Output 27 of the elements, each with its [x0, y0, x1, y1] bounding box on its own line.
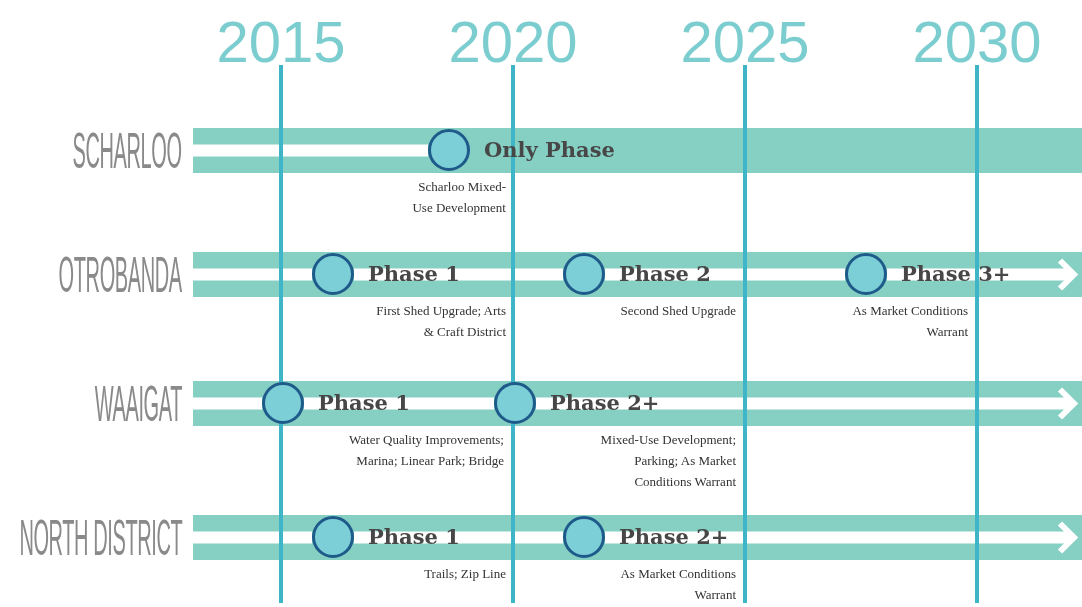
phase-description: Water Quality Improvements; Marina; Linear Park; Bridge	[348, 431, 504, 470]
phase-label: Phase 1	[318, 389, 410, 418]
phase-description: Scharloo Mixed-Use Development	[411, 178, 506, 217]
year-label: 2030	[912, 8, 1042, 76]
year-label: 2020	[448, 8, 578, 76]
row-label: WAAIGAT	[94, 374, 182, 433]
timeline-arrow	[536, 386, 1077, 421]
phase-label: Phase 1	[368, 523, 460, 552]
phase-description: As Market Conditions Warrant	[619, 565, 736, 604]
phase-label: Only Phase	[484, 136, 615, 165]
phase-label: Phase 2+	[550, 389, 660, 418]
row-label: NORTH DISTRICT	[19, 508, 182, 567]
phase-label: Phase 1	[368, 260, 460, 289]
phase-label: Phase 2	[619, 260, 711, 289]
phase-description: First Shed Upgrade; Arts & Craft District	[376, 302, 506, 341]
row-label: SCHARLOO	[72, 121, 182, 180]
phase-description: Mixed-Use Development; Parking; As Market Conditions Warrant	[599, 431, 736, 491]
phase-label: Phase 3+	[901, 260, 1011, 289]
year-label: 2015	[216, 8, 346, 76]
year-label: 2025	[680, 8, 810, 76]
phase-label: Phase 2+	[619, 523, 729, 552]
phase-description: Second Shed Upgrade	[619, 302, 736, 320]
phase-description: Trails; Zip Line	[423, 565, 506, 583]
row-label: OTROBANDA	[58, 245, 182, 304]
timeline-arrow	[605, 520, 1077, 555]
timeline-arrow	[887, 257, 1077, 292]
phase-description: As Market Conditions Warrant	[851, 302, 968, 341]
